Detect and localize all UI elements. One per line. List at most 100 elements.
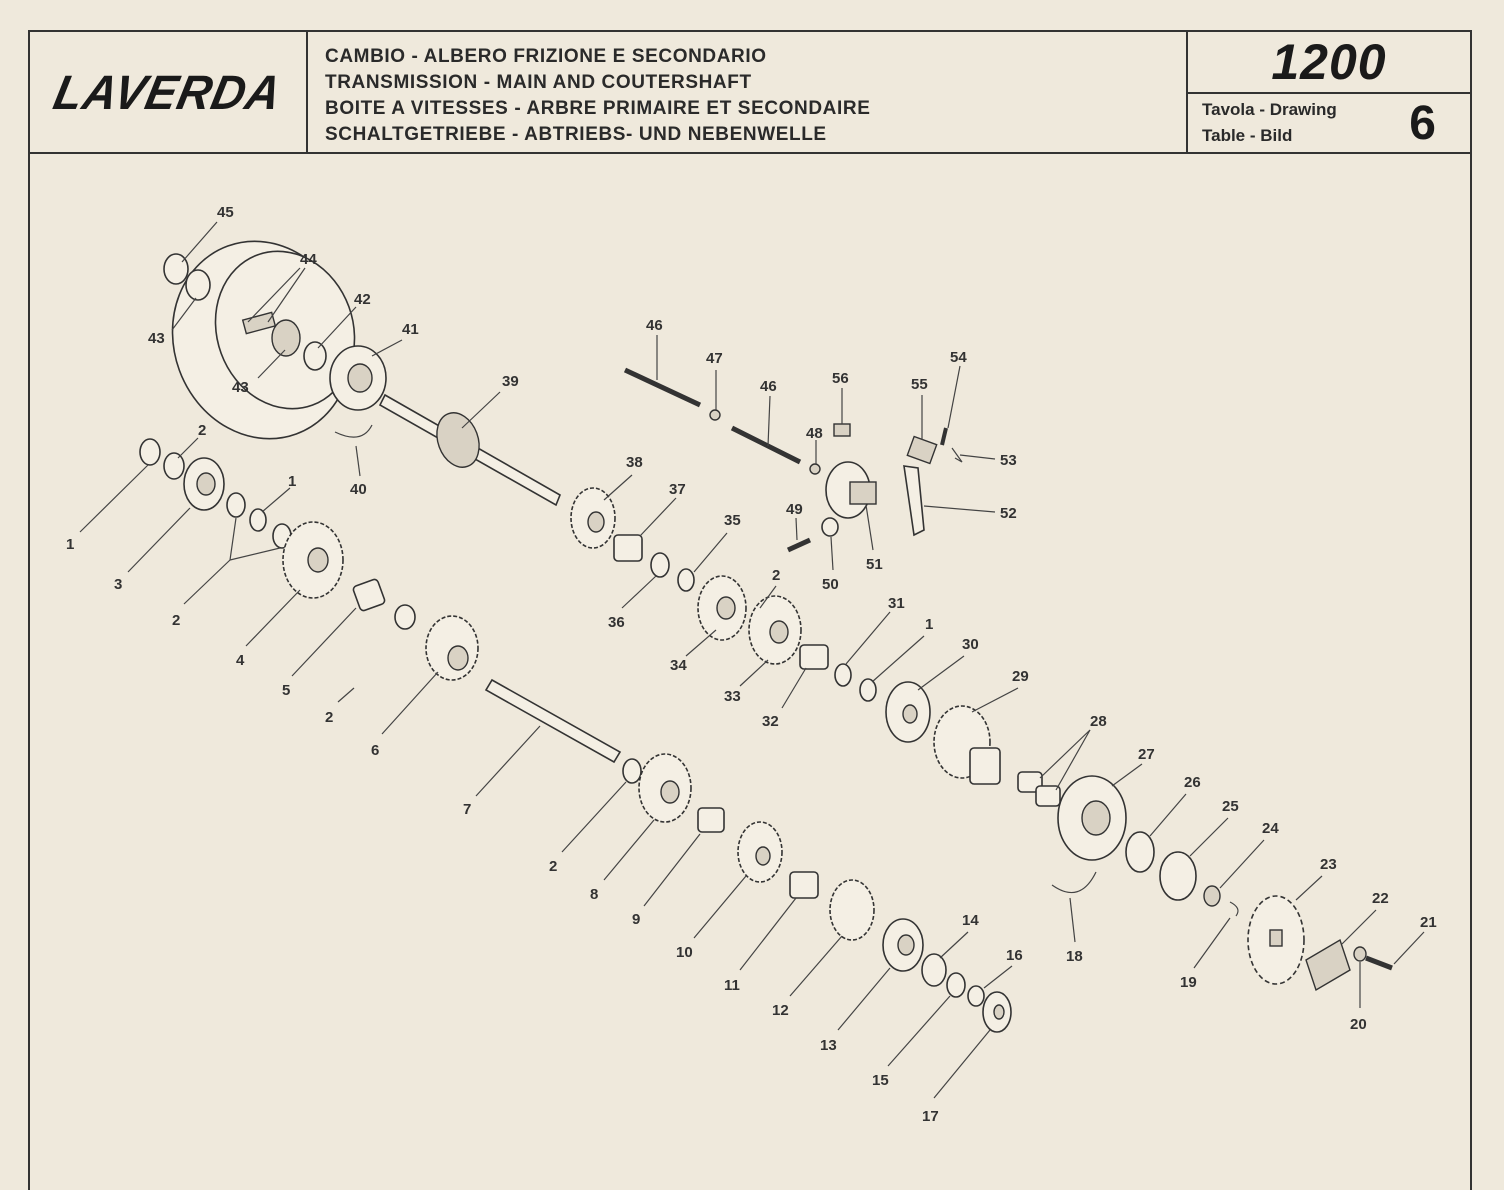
bearing-41-part <box>329 345 387 411</box>
callout-10: 10 <box>676 944 693 961</box>
callout-33: 33 <box>724 688 741 705</box>
callout-54: 54 <box>950 349 967 366</box>
bearing-13-part <box>882 918 924 972</box>
ball-48-part <box>809 463 821 475</box>
washer-20-part <box>1353 946 1367 962</box>
gear-34-part <box>697 575 747 641</box>
callout-48: 48 <box>806 425 823 442</box>
plate-55-part <box>906 435 938 465</box>
callout-3: 3 <box>114 576 122 593</box>
washer-15-part <box>946 972 966 998</box>
bolt-56-part <box>833 423 851 437</box>
callout-2-e: 2 <box>549 858 557 875</box>
bolt-21-part <box>1365 955 1393 971</box>
callout-32: 32 <box>762 713 779 730</box>
circlip-35-part <box>677 568 695 592</box>
callout-24: 24 <box>1262 820 1279 837</box>
title-block: LAVERDA CAMBIO - ALBERO FRIZIONE E SECON… <box>30 32 1470 154</box>
callout-4: 4 <box>236 652 245 669</box>
model-cell: 1200 Tavola - Drawing Table - Bild 6 <box>1188 32 1470 152</box>
bush-32-part <box>799 644 829 670</box>
callout-30: 30 <box>962 636 979 653</box>
washer-2e-part <box>622 758 642 784</box>
washer-31-part <box>834 663 852 687</box>
callout-18: 18 <box>1066 948 1083 965</box>
callout-29: 29 <box>1012 668 1029 685</box>
callout-labels: 45 44 42 43 43 41 39 40 46 47 46 56 55 5… <box>66 204 1437 1125</box>
callout-53: 53 <box>1000 452 1017 469</box>
half-ring-40-part <box>334 424 373 438</box>
table-label-line2: Table - Bild <box>1202 126 1293 145</box>
callout-9: 9 <box>632 911 640 928</box>
callout-2-b: 2 <box>172 612 180 629</box>
table-box: Tavola - Drawing Table - Bild 6 <box>1188 94 1470 152</box>
model-box: 1200 <box>1188 32 1470 94</box>
callout-11: 11 <box>724 977 740 994</box>
bearing-27-part <box>1057 775 1127 861</box>
callout-19: 19 <box>1180 974 1197 991</box>
washer-43-part <box>185 269 211 301</box>
model-number: 1200 <box>1271 34 1387 90</box>
clip-19-part <box>1229 901 1239 917</box>
gear-4-part <box>282 521 344 599</box>
callout-44: 44 <box>300 251 317 268</box>
gear-29-part <box>933 705 1001 785</box>
plate-22-part <box>1305 938 1351 992</box>
callout-2-d: 2 <box>772 567 780 584</box>
gear-8-part <box>638 753 692 823</box>
circlip-42-part <box>303 341 327 371</box>
callout-2-a: 2 <box>198 422 206 439</box>
callout-46-a: 46 <box>646 317 663 334</box>
nut-24-part <box>1203 885 1221 907</box>
bush-11-part <box>789 871 819 899</box>
selector-drum-51-part <box>825 461 877 519</box>
callout-15: 15 <box>872 1072 889 1089</box>
callout-40: 40 <box>350 481 367 498</box>
gear-33-part <box>748 595 802 665</box>
half-ring-18-part <box>1051 871 1097 894</box>
callout-43-a: 43 <box>148 330 165 347</box>
callout-41: 41 <box>402 321 419 338</box>
bush-37-part <box>613 534 643 562</box>
table-number: 6 <box>1409 97 1436 150</box>
washer-36-part <box>650 552 670 578</box>
callout-39: 39 <box>502 373 519 390</box>
gear-6-part <box>425 615 479 681</box>
bearing-17-part <box>982 991 1012 1033</box>
washer-50-part <box>821 517 839 537</box>
callout-5: 5 <box>282 682 290 699</box>
callout-23: 23 <box>1320 856 1337 873</box>
washer-14-part <box>921 953 947 987</box>
bearing-3-part <box>183 457 225 511</box>
callout-13: 13 <box>820 1037 837 1054</box>
gear-12-part <box>829 879 875 941</box>
callout-42: 42 <box>354 291 371 308</box>
callout-22: 22 <box>1372 890 1389 907</box>
drawing-sheet: LAVERDA CAMBIO - ALBERO FRIZIONE E SECON… <box>28 30 1472 1190</box>
callout-1-c: 1 <box>925 616 933 633</box>
rod-46a-part <box>623 367 702 408</box>
title-cell: CAMBIO - ALBERO FRIZIONE E SECONDARIO TR… <box>308 32 1188 152</box>
title-french: BOITE A VITESSES - ARBRE PRIMAIRE ET SEC… <box>325 98 871 119</box>
circlip-16-part <box>967 985 985 1007</box>
pin-49-part <box>786 537 812 553</box>
seal-25-part <box>1159 851 1197 901</box>
callout-35: 35 <box>724 512 741 529</box>
washer-2-part <box>163 452 185 480</box>
plate-30-part <box>885 681 931 743</box>
leader-lines <box>79 221 1425 1099</box>
bushes-28-part <box>1017 771 1061 807</box>
callout-6: 6 <box>371 742 379 759</box>
callout-46-b: 46 <box>760 378 777 395</box>
callout-27: 27 <box>1138 746 1155 763</box>
circlip-1b-part <box>249 508 267 532</box>
callout-26: 26 <box>1184 774 1201 791</box>
bush-9-part <box>697 807 725 833</box>
circlip-1c-part <box>859 678 877 702</box>
callout-14: 14 <box>962 912 979 929</box>
needle-bearing-5-part <box>352 578 386 612</box>
rod-46b-part <box>730 425 802 465</box>
washer-2c-part <box>394 604 416 630</box>
sprocket-23-part <box>1247 895 1305 985</box>
